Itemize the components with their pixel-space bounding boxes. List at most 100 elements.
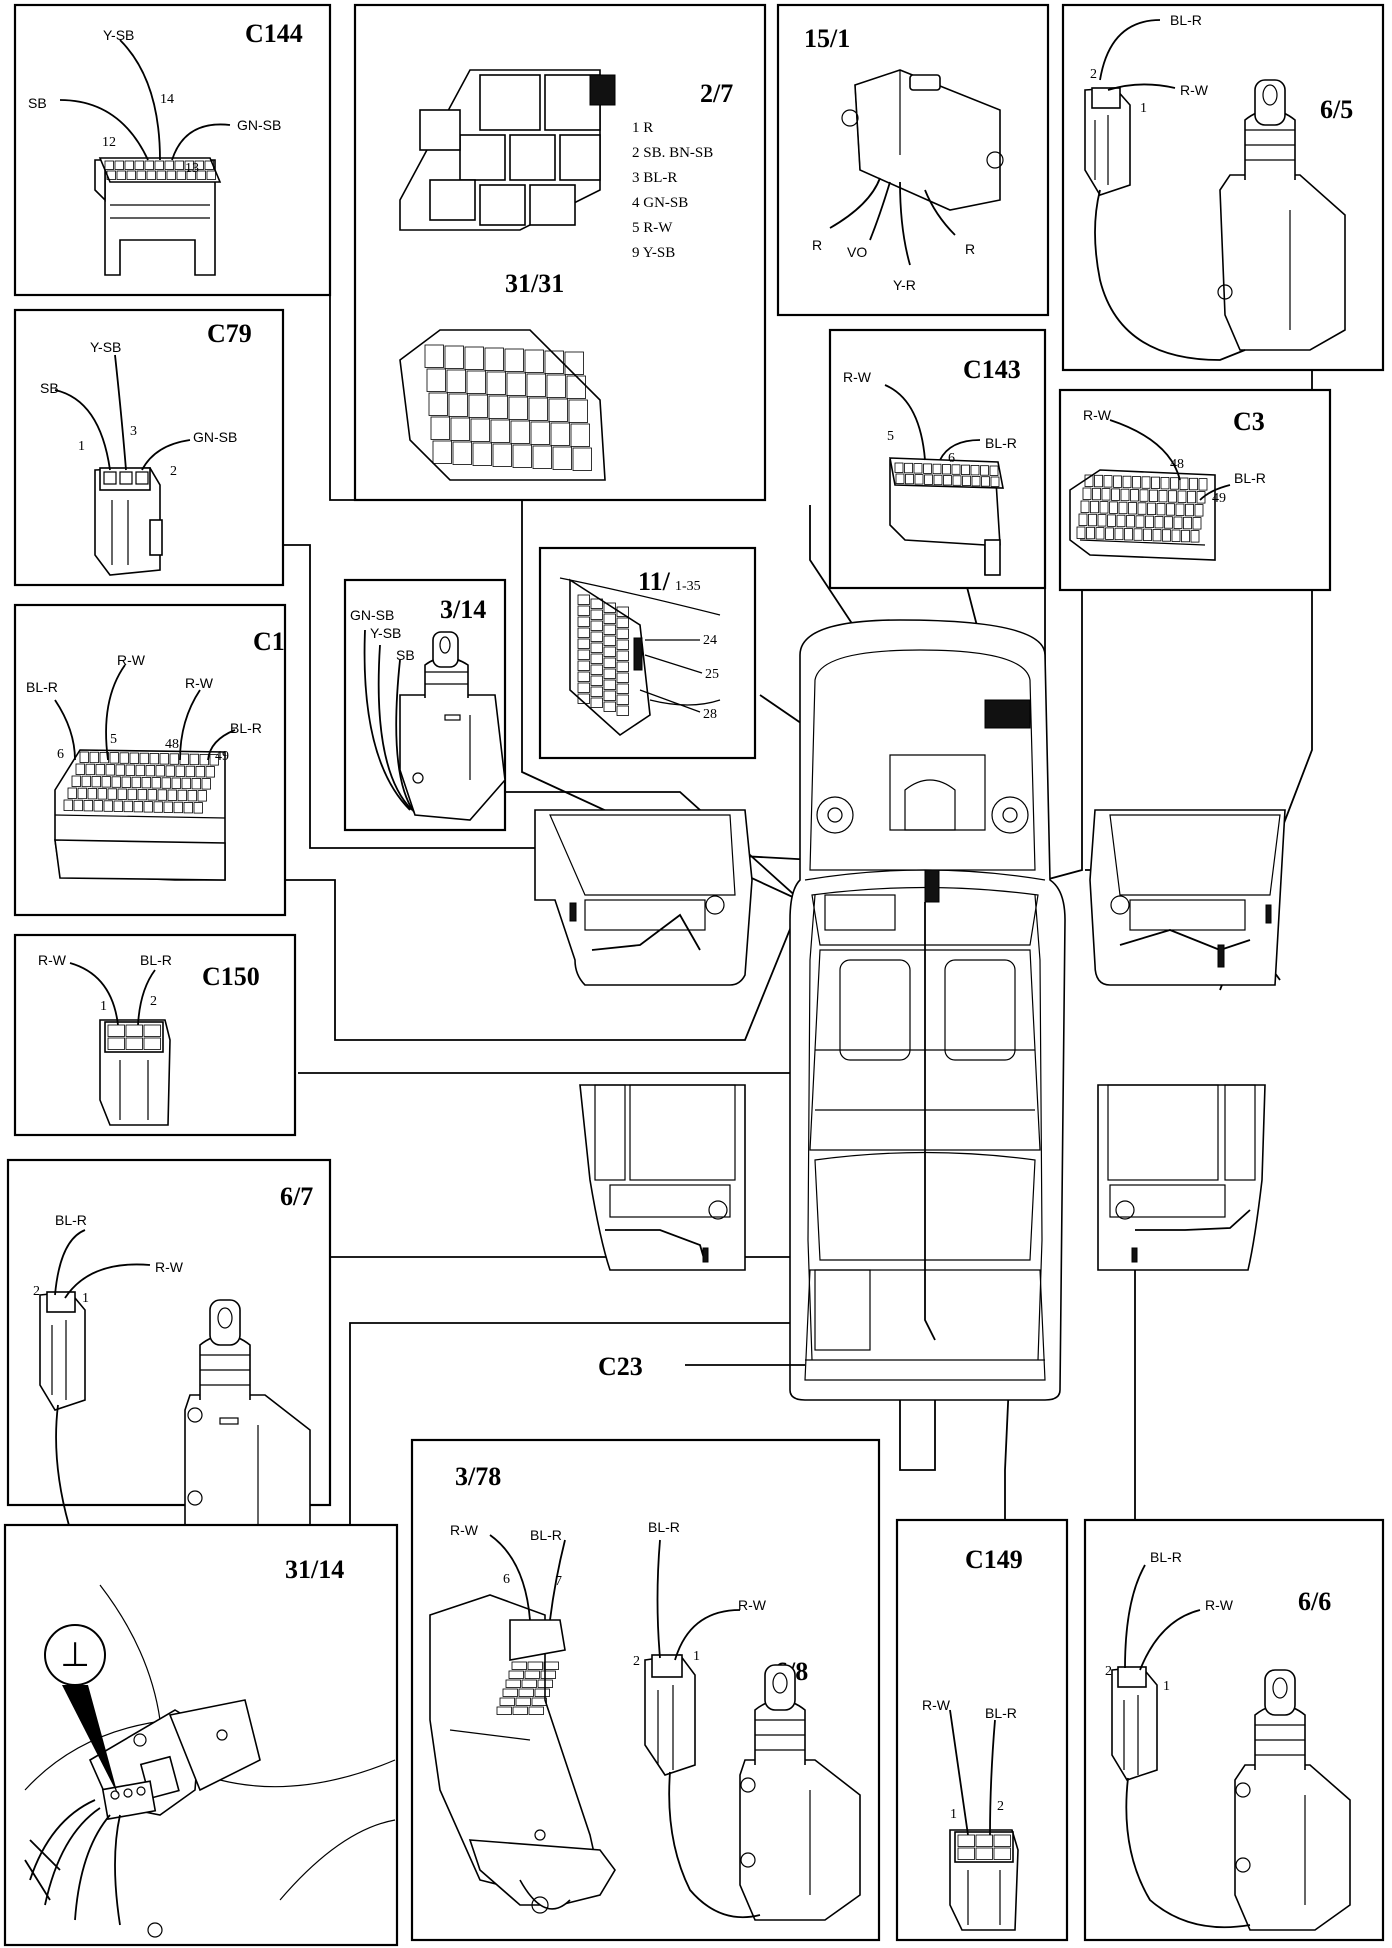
wire-label: GN-SB: [237, 117, 281, 133]
fuse-box: [559, 577, 721, 737]
pin-number: 1: [1163, 1679, 1170, 1694]
panel-c1: C1 R-W BL-R R-W BL-R 5 6 48 49: [13, 603, 287, 917]
panel-subtitle: 1-35: [675, 579, 701, 594]
lock-motor-6-8: [739, 1664, 861, 1921]
wire-label: Y-SB: [103, 27, 134, 43]
pin-number: 2: [1105, 1664, 1112, 1679]
pin-number: 48: [1170, 457, 1184, 472]
pin-number: 1: [78, 439, 85, 454]
legend-line: 9 Y-SB: [632, 245, 675, 261]
pin-number: 3: [130, 424, 137, 439]
pin-number: 7: [555, 1574, 562, 1589]
wire-label: R-W: [185, 675, 214, 691]
legend-line: 2 SB. BN-SB: [632, 145, 713, 161]
wire-label: R: [812, 237, 822, 253]
pin-number: 1: [950, 1807, 957, 1822]
wire-label: GN-SB: [350, 607, 394, 623]
pin-number: 25: [705, 667, 719, 682]
panel-31-14: 31/14 ⊥: [3, 1523, 399, 1947]
car-body: [789, 619, 1066, 1401]
pin-number: 1: [100, 999, 107, 1014]
pin-number: 2: [997, 1799, 1004, 1814]
ground-icon: ⊥: [60, 1635, 90, 1675]
panel-title: C79: [207, 319, 252, 348]
panel-title: C1: [253, 627, 285, 656]
wire-label: SB: [396, 647, 415, 663]
pin-number: 49: [215, 749, 229, 764]
wire-label: BL-R: [1150, 1549, 1182, 1565]
connector-c3: [1069, 469, 1216, 561]
panel-title: 3/78: [455, 1462, 501, 1491]
legend-line: 5 R-W: [632, 220, 673, 236]
wire-label: BL-R: [648, 1519, 680, 1535]
c23-label: C23: [598, 1352, 643, 1381]
panel-title: C150: [202, 962, 260, 991]
panel-c143: C143 R-W BL-R 5 6: [828, 328, 1047, 590]
panel-3-78: 3/78 6/8 R-W BL-R 6 7: [410, 1438, 881, 1942]
panel-title: 31/14: [285, 1555, 344, 1584]
wire-label: R-W: [738, 1597, 767, 1613]
pin-number: 5: [110, 732, 117, 747]
door-front-left: [534, 809, 753, 986]
wire-label: VO: [847, 244, 867, 260]
pin-number: 1: [1140, 101, 1147, 116]
connector-c144: [94, 157, 222, 276]
plug-6-8: [644, 1654, 696, 1776]
c23-callout: C23: [598, 1352, 805, 1381]
lock-motor: [1234, 1669, 1351, 1931]
wire-label: GN-SB: [193, 429, 237, 445]
connector-c150: [99, 1019, 171, 1126]
wire-label: BL-R: [1234, 470, 1266, 486]
door-rear-left: [579, 1084, 746, 1271]
panel-6-5: 6/5 BL-R R-W 2 1: [1061, 3, 1385, 372]
panel-subtitle: 31/31: [505, 269, 564, 298]
wire-label: R: [965, 241, 975, 257]
plug: [1111, 1666, 1158, 1781]
legend-line: 3 BL-R: [632, 170, 677, 186]
pin-number: 1: [82, 1291, 89, 1306]
panel-6-7: 6/7 BL-R R-W 2 1: [6, 1158, 332, 1571]
pin-number: 28: [703, 707, 717, 722]
pin-number: 12: [102, 135, 116, 150]
door-front-right: [1089, 809, 1286, 986]
pin-number: 5: [887, 429, 894, 444]
connector-c1: [54, 749, 226, 881]
plug: [39, 1291, 86, 1411]
wire-label: Y-SB: [370, 625, 401, 641]
wire-label: Y-R: [893, 277, 916, 293]
pin-number: 6: [948, 451, 955, 466]
wire-label: SB: [28, 95, 47, 111]
lock-motor: [1217, 79, 1346, 351]
panel-title: C143: [963, 355, 1021, 384]
wire-label: R-W: [922, 1697, 951, 1713]
pin-number: 6: [503, 1572, 510, 1587]
relay-block: [399, 69, 616, 231]
connector-c149: [949, 1829, 1019, 1931]
panel-title: 6/6: [1298, 1587, 1331, 1616]
wire-label: R-W: [1083, 407, 1112, 423]
panel-title: C144: [245, 19, 303, 48]
panel-title: 3/14: [440, 595, 486, 624]
wire-label: BL-R: [985, 435, 1017, 451]
legend-line: 1 R: [632, 120, 653, 136]
pin-number: 13: [185, 161, 199, 176]
panel-title: 15/1: [804, 24, 850, 53]
pin-number: 2: [1090, 67, 1097, 82]
connector-c79: [94, 467, 163, 576]
wire-label: SB: [40, 380, 59, 396]
ground-symbol-callout: ⊥: [44, 1624, 118, 1795]
panel-relay: 2/7 1 R 2 SB. BN-SB 3 BL-R 4 GN-SB 5 R-W…: [353, 3, 767, 502]
wire-label: R-W: [117, 652, 146, 668]
panel-title: 6/5: [1320, 95, 1353, 124]
pin-number: 24: [703, 633, 717, 648]
pin-number: 14: [160, 92, 174, 107]
control-module: [841, 69, 1004, 211]
pin-number: 2: [150, 994, 157, 1009]
door-rear-right: [1097, 1084, 1266, 1271]
pin-number: 2: [33, 1284, 40, 1299]
panel-title: C3: [1233, 407, 1265, 436]
panel-c144: C144 Y-SB SB GN-SB 14 12 13: [13, 3, 332, 297]
wire-label: Y-SB: [90, 339, 121, 355]
panel-title: 11/: [638, 567, 671, 596]
panel-6-6: 6/6 BL-R R-W 2 1: [1083, 1518, 1385, 1942]
